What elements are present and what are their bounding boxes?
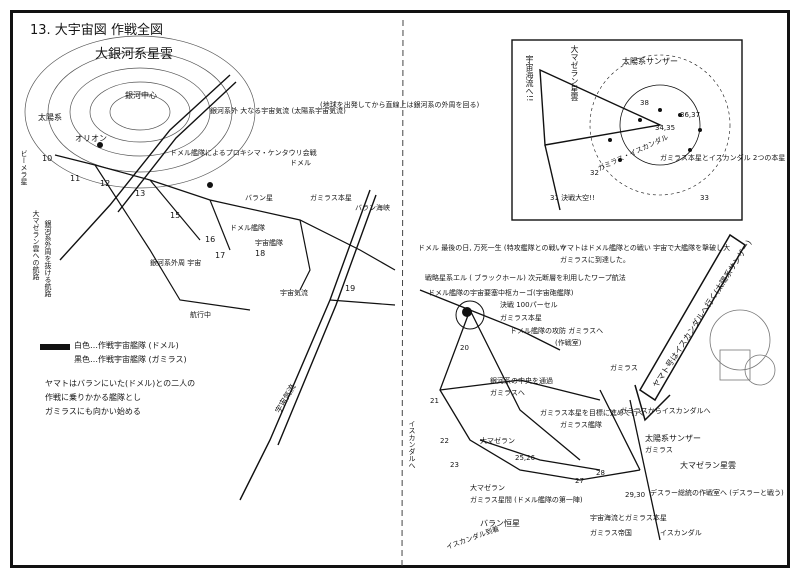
- num-11: 11: [70, 174, 81, 183]
- note-3: ガミラスにも向かい始める: [45, 407, 141, 416]
- route-2: ドメル艦隊の宇宙要塞中枢カーゴ(宇宙砲艦隊): [428, 289, 574, 297]
- bottom-3: イスカンダルへ: [408, 420, 416, 469]
- num-21: 21: [430, 397, 439, 405]
- label-seieki: 宇宙気流: [280, 289, 308, 297]
- label-center-1: 宇宙艦隊: [255, 239, 283, 247]
- label-center-fleet: ドメル艦隊: [230, 224, 265, 232]
- label-kiryu: 銀河系外 大なる宇宙気流 (太陽系宇宙気流): [210, 107, 346, 115]
- label-garumin: ガミラス本星: [310, 194, 352, 202]
- num-15: 15: [170, 211, 181, 220]
- num-10: 10: [42, 154, 53, 163]
- num-20: 20: [460, 344, 469, 352]
- legend-swatch: [40, 344, 70, 350]
- left-vertical-2: 大マゼラン雲への航路: [32, 210, 40, 280]
- num-16: 16: [205, 235, 216, 244]
- mid-3: ガミラス本星を目標に進めて行く: [540, 409, 645, 417]
- mid-5: 大マゼラン: [480, 437, 515, 445]
- dmr-note-1: ドメル 最後の日, 万死一生 (特攻艦隊との戦い): [418, 244, 566, 252]
- page-frame: [10, 10, 790, 568]
- route-5: ドメル艦隊の攻防 ガミラスへ: [510, 327, 604, 335]
- label-note-top: (地球を出発してから直線上は銀河系の外周を回る): [320, 101, 480, 109]
- label-lower-left: 航行中: [190, 311, 211, 319]
- bottom-5: ガミラス帝国: [590, 529, 632, 537]
- bottom-2: ガミラス星間 (ドメル艦隊の第一陣): [470, 496, 583, 504]
- num-23: 23: [450, 461, 459, 469]
- space-current: [59, 74, 377, 501]
- num-28: 28: [596, 469, 605, 477]
- inset-stream: 宇宙海流へ!!: [525, 55, 534, 102]
- num-25: 25,26: [515, 454, 536, 462]
- label-route-note: ドメル艦隊によるプロキシマ・ケンタウリ会戦: [170, 149, 317, 157]
- garumin-2: ガミラス: [645, 446, 673, 454]
- num-36: 36,37: [680, 111, 701, 119]
- dmr-note-3: ガミラスに到達した。: [560, 256, 630, 264]
- num-34: 34,35: [655, 124, 676, 132]
- label-bremen: バラン海峡: [355, 204, 390, 212]
- route-1: 戦略星系エル ( ブラックホール) 次元断層を利用したワープ航法: [425, 274, 626, 282]
- num-27: 27: [575, 477, 584, 485]
- bottom-1: 大マゼラン: [470, 484, 505, 492]
- mid-2: ガミラスへ: [490, 389, 525, 397]
- num-17: 17: [215, 251, 226, 260]
- label-orion: オリオン: [75, 134, 107, 143]
- page-subtitle: 大銀河系星雲: [95, 47, 174, 62]
- mid-4: ガミラス艦隊: [560, 421, 602, 429]
- bottom-10: 宇宙海流とガミラス本星: [590, 514, 667, 522]
- route-3: 決戦 100パーセル: [500, 301, 558, 309]
- num-13: 13: [135, 189, 146, 198]
- label-ginga-center: 銀河中心: [125, 91, 157, 100]
- num-38: 38: [640, 99, 649, 107]
- label-nakano: バラン星: [245, 194, 273, 202]
- num-33: 33: [700, 194, 709, 202]
- galaxy-spiral: [24, 35, 256, 189]
- bottom-6: イスカンダル: [660, 529, 702, 537]
- side-note: 太陽系サンザー: [645, 434, 701, 443]
- right-routes: [419, 289, 661, 541]
- legend-1: 白色…作戦宇宙艦隊 (ドメル): [74, 341, 179, 350]
- mid-1: 銀河系の中央を通過: [490, 377, 553, 385]
- num-18: 18: [255, 249, 266, 258]
- dmr-note-2: ヤマトはドメル艦隊との戦い 宇宙で大艦隊を撃破し大: [560, 244, 731, 252]
- num-22: 22: [440, 437, 449, 445]
- num-19: 19: [345, 284, 356, 293]
- label-deep-space: 銀河系外周 宇宙: [150, 259, 202, 267]
- num-12: 12: [100, 179, 111, 188]
- route-arrow: [634, 233, 747, 422]
- bottom-4: バラン恒星: [480, 519, 520, 528]
- route-lines: [54, 154, 396, 311]
- note-2: 作戦に乗りかかる艦隊とし: [45, 393, 141, 402]
- label-taiyokei: 太陽系: [38, 113, 62, 122]
- route-6: (作戦室): [555, 339, 582, 347]
- num-32: 32: [590, 169, 599, 177]
- left-vertical-1: ビーメラ星: [20, 150, 28, 185]
- fold-line: [401, 19, 404, 569]
- inset-sun: 太陽系サンザー: [622, 57, 678, 66]
- left-vertical-3: 銀河系外周を抜ける航路: [44, 220, 52, 297]
- note-1: ヤマトはバランにいた(ドメル)との二人の: [45, 379, 196, 388]
- mid-6: ガミラス: [610, 364, 638, 372]
- route-4: ガミラス本星: [500, 314, 542, 322]
- page-title: 13. 大宇宙図 作戦全図: [30, 23, 163, 38]
- num-29: 29,30: [625, 491, 646, 499]
- stars: [97, 108, 702, 317]
- faint-sketch: [709, 309, 776, 386]
- bottom-8: ガミラスからイスカンダルへ: [620, 407, 711, 415]
- bottom-7: デスラー総統の作戦室へ (デスラーと戦う): [650, 489, 784, 497]
- inset-box: [511, 39, 743, 221]
- label-dn: ドメル: [290, 159, 311, 167]
- inset-note: ガミラス本星とイスカンダル 2つの本星: [660, 154, 786, 162]
- inset-top-label: 大マゼラン星雲: [570, 45, 579, 101]
- inset-31: 31 決戦大空!!: [550, 194, 595, 202]
- side-note-2: 大マゼラン星雲: [680, 461, 736, 470]
- legend-2: 黒色…作戦宇宙艦隊 (ガミラス): [74, 355, 187, 364]
